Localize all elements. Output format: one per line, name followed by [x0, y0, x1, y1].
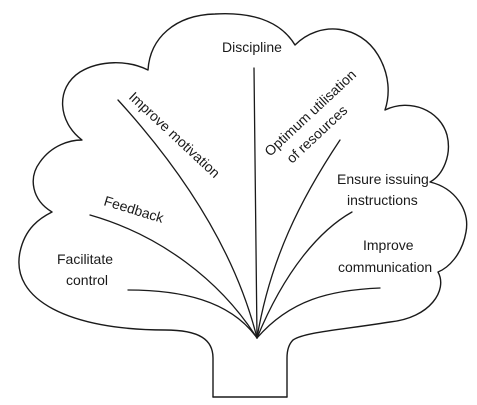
leaf-outline: [18, 13, 468, 398]
vein-improve-comm: [256, 287, 381, 339]
label-improve-motivation: Improve motivation: [126, 88, 223, 180]
vein-optimum: [256, 139, 341, 339]
label-improve-comm-line2: communication: [338, 259, 432, 275]
vein-improve-motivation: [117, 99, 258, 339]
vein-discipline: [253, 67, 258, 339]
label-facilitate-line1: Facilitate: [57, 251, 113, 267]
label-improve-comm-line1: Improve: [363, 237, 414, 253]
label-feedback: Feedback: [102, 193, 166, 227]
vein-facilitate: [127, 289, 258, 339]
vein-ensure: [256, 211, 353, 339]
label-ensure-line2: instructions: [347, 192, 418, 208]
vein-feedback: [89, 214, 258, 339]
label-facilitate-line2: control: [66, 272, 108, 288]
label-discipline: Discipline: [222, 39, 282, 55]
label-ensure-line1: Ensure issuing: [337, 171, 429, 187]
